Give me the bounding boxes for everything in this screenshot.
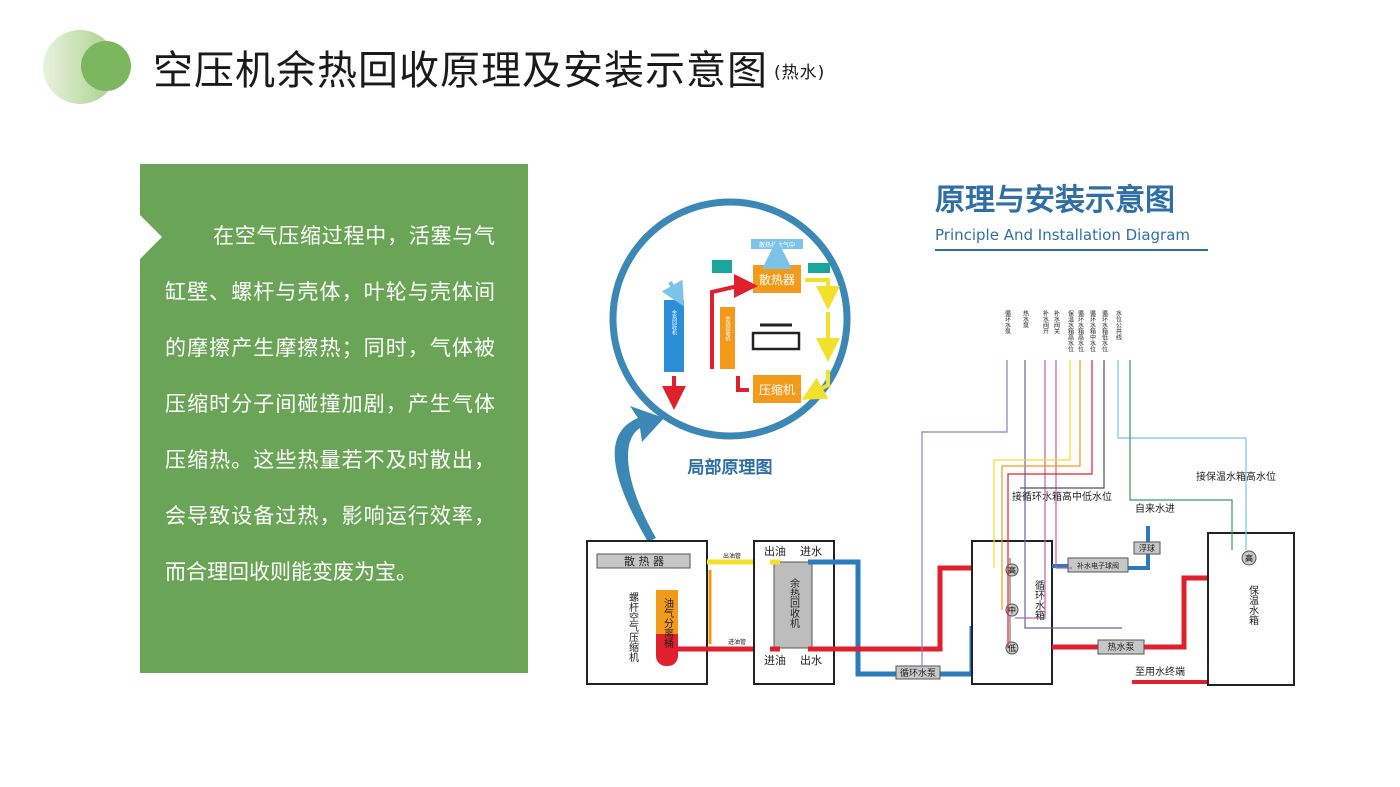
circ-tank-low: 低 [1008, 643, 1016, 653]
in-pipe-label: 进油管 [728, 638, 746, 646]
valve-label: 补水电子球阀 [1077, 561, 1119, 570]
oil-in-label: 进油 [764, 653, 786, 667]
hot-supply-pipe [1052, 575, 1208, 650]
page-subtitle: (热水) [774, 63, 826, 83]
water-in-label: 进水 [800, 545, 822, 558]
wire-label: 循环水泵 [1004, 309, 1011, 334]
tap-water-label: 自来水进 [1135, 502, 1175, 515]
recovery-body: 余热回收机 [788, 577, 800, 629]
wire-label: 补水阀关 [1053, 309, 1060, 335]
inset-unit-left: 余热回收机 [671, 309, 677, 336]
insul-level-label: 接保温水箱高水位 [1196, 470, 1276, 483]
inset-pointer-arrow [614, 406, 664, 542]
out-pipe-label: 出油管 [723, 552, 741, 560]
circ-tank-body: 循环水箱 [1033, 579, 1045, 621]
air-compressor: 散 热 器 螺杆空气压缩机 油气分离桶 [586, 540, 708, 685]
description-text: 在空气压缩过程中，活塞与气缸壁、螺杆与壳体，叶轮与壳体间的摩擦产生摩擦热；同时，… [165, 224, 495, 584]
heat-recovery-unit: 余热回收机 出油 进水 进油 出水 [753, 540, 835, 685]
wire-label: 热水泵 [1022, 309, 1029, 328]
page-title: 空压机余热回收原理及安装示意图(热水) [153, 48, 826, 94]
hot-water-pipe [808, 565, 972, 652]
diagram-title: 原理与安装示意图 [935, 183, 1175, 218]
wire-label: 保温水箱高水位 [1067, 309, 1074, 352]
inset-diagram: 余热回收机 余热回收机 散热器 压缩机 散热排大气中 [609, 198, 851, 440]
hot-pump-label: 热水泵 [1107, 641, 1134, 653]
insul-tank-high: 高 [1245, 553, 1253, 563]
installation-diagram: 原理与安装示意图 Principle And Installation Diag… [586, 183, 1295, 686]
circ-tank-mid: 中 [1008, 605, 1016, 615]
circ-level-label: 接循环水箱高中低水位 [1012, 490, 1112, 503]
oil-out-label: 出油 [764, 544, 786, 558]
inset-caption: 局部原理图 [688, 457, 773, 478]
inset-radiator: 散热器 [759, 272, 795, 287]
terminal-label: 至用水终端 [1135, 665, 1185, 678]
wire-label: 循环水箱中水位 [1089, 309, 1096, 352]
separator-label: 油气分离桶 [662, 597, 674, 649]
compressor-radiator: 散 热 器 [624, 554, 664, 568]
circ-level-line: 接循环水箱高中低水位 [1012, 490, 1112, 503]
wire-label: 补水阀开 [1042, 309, 1049, 335]
wire-label: 循环水箱高水位 [1077, 309, 1084, 352]
wire-labels: 循环水泵 热水泵 补水阀开补水阀关保温水箱高水位循环水箱高水位循环水箱中水位循环水箱… [1004, 309, 1122, 352]
wire-label: 循环水箱低水位 [1101, 309, 1108, 352]
circulation-tank: 高 中 低 循环水箱 [971, 540, 1053, 685]
insul-tank-body: 保温水箱 [1247, 584, 1259, 626]
inset-unit-mid: 余热回收机 [725, 315, 731, 342]
inset-compressor: 压缩机 [759, 382, 795, 397]
logo-icon [43, 30, 131, 104]
description-panel [140, 164, 528, 673]
circ-pump-label: 循环水泵 [900, 667, 936, 679]
compressor-body: 螺杆空气压缩机 [627, 592, 639, 663]
wire-label: 水位公共线 [1115, 309, 1122, 340]
inset-top-label: 散热排大气中 [759, 241, 795, 249]
circ-tank-high: 高 [1008, 565, 1016, 575]
panel-notch [140, 215, 162, 259]
insulation-tank: 高 保温水箱 [1207, 532, 1295, 686]
water-out-label: 出水 [800, 653, 822, 667]
control-wires [921, 360, 1247, 666]
diagram-title-en: Principle And Installation Diagram [935, 226, 1190, 244]
float-valve-label: 浮球 [1139, 543, 1155, 553]
